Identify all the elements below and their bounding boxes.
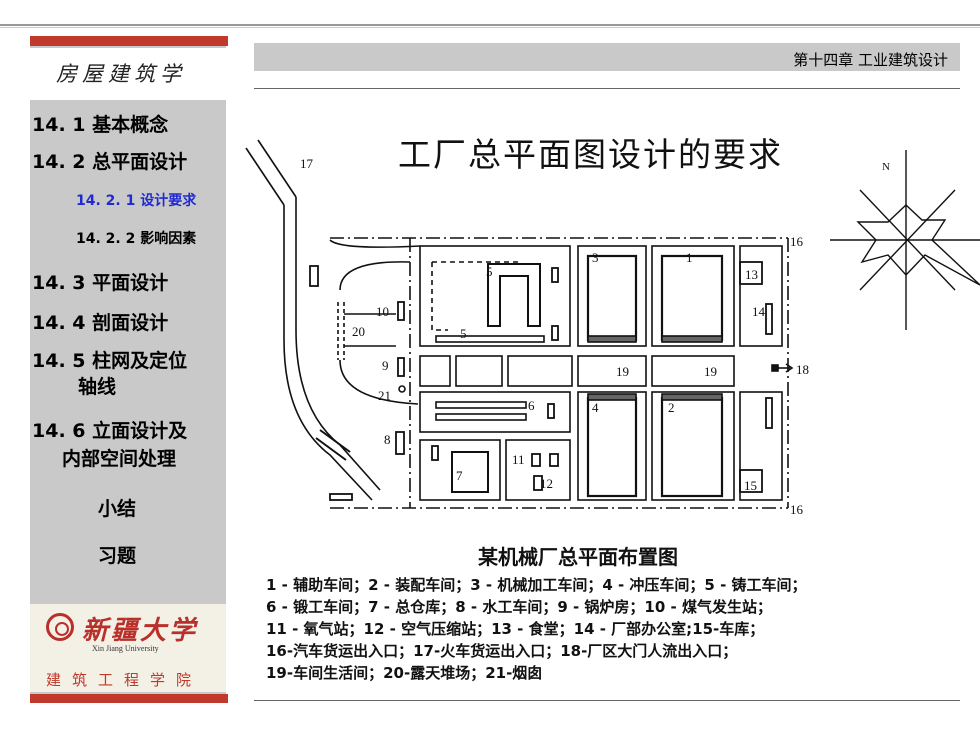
- sidebar-item-site-plan[interactable]: 14. 2 总平面设计: [32, 151, 188, 173]
- sidebar-item-influencing-factors[interactable]: 14. 2. 2 影响因素: [76, 231, 197, 247]
- university-english-name: Xin Jiang University: [92, 644, 159, 653]
- plan-label: 16: [790, 502, 804, 517]
- compass-north-label: N: [882, 161, 890, 173]
- plan-label: 12: [540, 476, 553, 491]
- plan-label: 7: [456, 468, 463, 483]
- plan-label: 19: [704, 364, 717, 379]
- railway-curve: [283, 205, 373, 501]
- sidebar-item-summary[interactable]: 小结: [98, 498, 137, 520]
- railway-line: [245, 147, 285, 206]
- plan-label: 19: [616, 364, 629, 379]
- sidebar-item-floor-plan[interactable]: 14. 3 平面设计: [32, 272, 169, 294]
- sidebar-item-column-grid-line2[interactable]: 轴线: [78, 376, 117, 398]
- figure-caption: 某机械厂总平面布置图: [478, 545, 678, 569]
- plan-label: 15: [744, 478, 757, 493]
- sidebar-item-exercises[interactable]: 习题: [98, 545, 137, 567]
- plan-label: 11: [512, 452, 525, 467]
- plan-label: 3: [592, 250, 599, 265]
- footer-rule: [254, 700, 960, 701]
- plan-label: 21: [378, 388, 391, 403]
- plan-label: 10: [376, 304, 389, 319]
- chapter-title: 第十四章 工业建筑设计: [793, 51, 948, 69]
- plan-label: 4: [592, 400, 599, 415]
- plan-label: 5: [486, 264, 493, 279]
- top-rule-thin: [0, 27, 980, 28]
- compass-rose: [830, 150, 980, 330]
- legend-line: 19-车间生活间；20-露天堆场；21-烟囱: [266, 664, 543, 682]
- sidebar-item-design-requirements[interactable]: 14. 2. 1 设计要求: [76, 193, 197, 209]
- university-seal-icon: [46, 613, 74, 641]
- plan-label: 1: [686, 250, 693, 265]
- legend-line: 6 - 锻工车间；7 - 总仓库；8 - 水工车间；9 - 锅炉房；10 - 煤…: [266, 598, 772, 616]
- header-rule: [254, 88, 960, 89]
- sidebar-accent-bottom: [30, 694, 228, 703]
- plan-label: 2: [668, 400, 675, 415]
- header-bar: [254, 43, 960, 71]
- plan-label: 6: [528, 398, 535, 413]
- course-title: 房屋建筑学: [56, 62, 186, 86]
- plan-label: 18: [796, 362, 809, 377]
- sidebar-item-elevation[interactable]: 14. 6 立面设计及: [32, 420, 188, 442]
- plan-label: 14: [752, 304, 766, 319]
- plan-label: 13: [745, 267, 758, 282]
- school-name: 建筑工程学院: [46, 671, 203, 689]
- legend-line: 11 - 氧气站；12 - 空气压缩站；13 - 食堂；14 - 厂部办公室;1…: [266, 620, 765, 638]
- sidebar-item-column-grid[interactable]: 14. 5 柱网及定位: [32, 350, 188, 372]
- plan-label: 20: [352, 324, 365, 339]
- plan-label: 9: [382, 358, 389, 373]
- legend-line: 16-汽车货运出入口；17-火车货运出入口；18-厂区大门人流出入口；: [266, 642, 738, 660]
- sidebar-item-basic-concepts[interactable]: 14. 1 基本概念: [32, 114, 169, 136]
- plan-label: 5: [460, 326, 467, 341]
- plan-label: 8: [384, 432, 391, 447]
- plan-label: 16: [790, 234, 804, 249]
- sidebar: [30, 44, 226, 701]
- plan-label: 17: [300, 156, 314, 171]
- university-name: 新疆大学: [82, 616, 199, 646]
- top-rule: [0, 24, 980, 26]
- sidebar-accent-top: [30, 36, 228, 46]
- sidebar-item-section-design[interactable]: 14. 4 剖面设计: [32, 312, 169, 334]
- railway-curve: [295, 197, 381, 491]
- sidebar-item-elevation-line2[interactable]: 内部空间处理: [62, 448, 177, 470]
- railway-line: [257, 139, 297, 198]
- slide-title: 工厂总平面图设计的要求: [398, 135, 783, 174]
- brand-box: [30, 48, 226, 100]
- legend-line: 1 - 辅助车间；2 - 装配车间；3 - 机械加工车间；4 - 冲压车间；5 …: [266, 576, 807, 594]
